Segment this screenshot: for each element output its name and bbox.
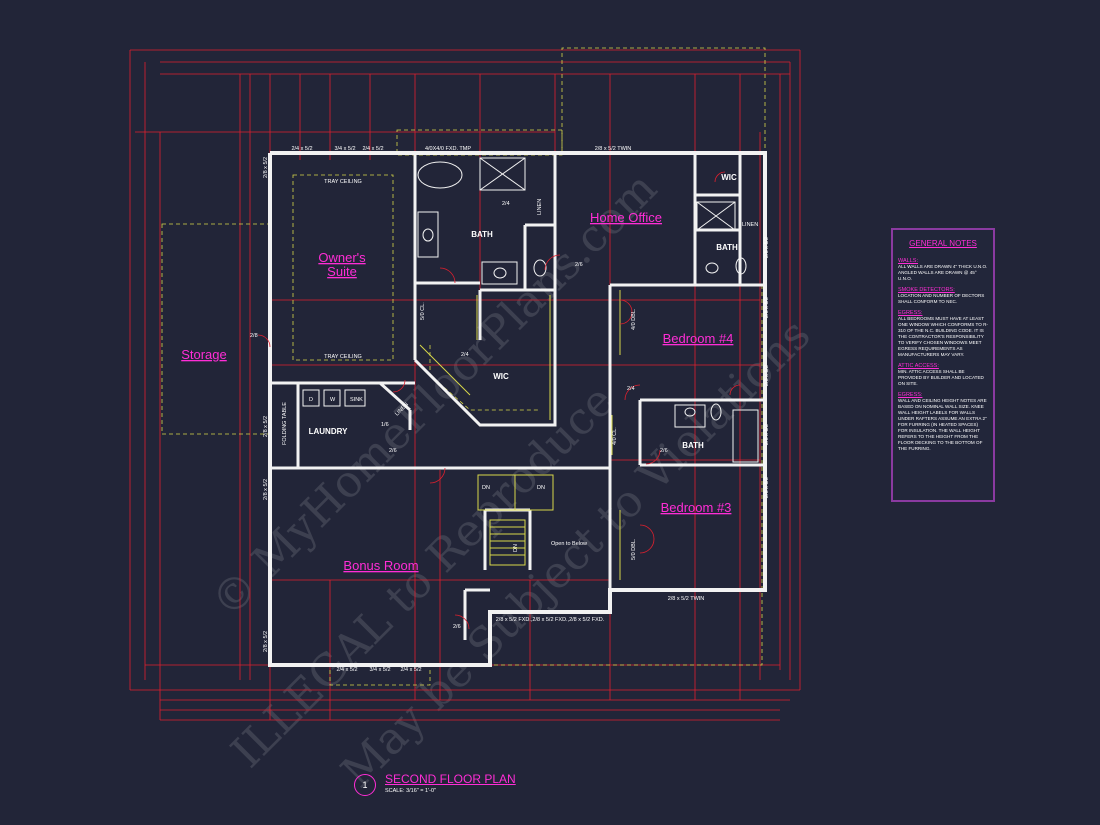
door-2-6-a: 2/6 — [575, 262, 583, 268]
folding-table-label: FOLDING TABLE — [282, 402, 288, 445]
window-tub: 4/0X4/0 FXD. TMP — [425, 146, 471, 152]
window-right-2: 2/8 x 5/2 — [764, 297, 770, 318]
room-labels: Owner's Suite Storage Home Office Bedroo… — [181, 210, 733, 573]
window-labels: 2/4 x 5/2 3/4 x 5/2 2/4 x 5/2 4/0X4/0 FX… — [263, 146, 770, 673]
linen-label-2: LINEN — [742, 222, 758, 228]
closet-5-0: 5/0 CL. — [420, 302, 426, 320]
notes-section-walls: WALLS: ALL WALLS ARE DRAWN 4" THICK U.N.… — [898, 258, 988, 282]
notes-body: ALL BEDROOMS MUST HAVE AT LEAST ONE WIND… — [898, 316, 988, 357]
notes-heading: EGRESS: — [898, 310, 923, 316]
dn-label-1: DN — [482, 485, 490, 491]
closet-4-0: 4/0 CL. — [612, 427, 618, 445]
drawing-number: 1 — [354, 774, 376, 796]
window-left-3: 2/8 x 5/2 — [263, 479, 269, 500]
exterior-walls — [268, 151, 767, 667]
washer-label: W — [330, 397, 336, 403]
door-2-8: 2/8 — [250, 333, 258, 339]
wic-owner-label: WIC — [493, 372, 509, 381]
door-swings — [257, 171, 741, 630]
closet-5-0-dbl: 5/0 DBL. — [631, 538, 637, 560]
notes-section-egress: EGRESS: ALL BEDROOMS MUST HAVE AT LEAST … — [898, 310, 988, 358]
window-right-1: 2/8 x 5/2 — [764, 237, 770, 258]
window-left-4: 2/8 x 5/2 — [263, 631, 269, 652]
window-left-1: 2/8 x 5/2 — [263, 157, 269, 178]
notes-heading: EGRESS: — [898, 392, 923, 398]
title-block: 1 SECOND FLOOR PLAN SCALE: 3/16" = 1'-0" — [354, 772, 594, 802]
linen-label-1: LINEN — [537, 199, 543, 215]
window-right-5: 2/8 x 5/2 — [764, 477, 770, 498]
interior-walls — [270, 153, 765, 640]
door-2-6-b: 2/6 — [389, 448, 397, 454]
window-right-4: 2/8 x 5/2 — [764, 424, 770, 445]
dryer-label: D — [309, 397, 313, 403]
sink-label: SINK — [350, 397, 363, 403]
laundry-label: LAUNDRY — [309, 427, 348, 436]
window-bonus-fixed: 2/8 x 5/2 FXD.,2/8 x 5/2 FXD.,2/8 x 5/2 … — [496, 617, 605, 623]
dn-label-3: DN — [513, 544, 519, 552]
notes-title: GENERAL NOTES — [909, 239, 977, 248]
stair — [419, 290, 621, 580]
general-notes-panel: GENERAL NOTES WALLS: ALL WALLS ARE DRAWN… — [891, 228, 995, 502]
notes-section-attic: ATTIC ACCESS: MIN. ATTIC ACCESS SHALL BE… — [898, 363, 988, 387]
window-bottom-2: 3/4 x 5/2 — [369, 667, 390, 673]
dn-label-2: DN — [537, 485, 545, 491]
window-bottom-1: 2/4 x 5/2 — [336, 667, 357, 673]
window-bottom-3: 2/4 x 5/2 — [400, 667, 421, 673]
watermark: © MyHomeFloorPlans.com ILLEGAL to Reprod… — [202, 163, 821, 798]
bedroom3-label: Bedroom #3 — [661, 500, 732, 515]
notes-section-smoke: SMOKE DETECTORS: LOCATION AND NUMBER OF … — [898, 287, 988, 305]
bonus-room-label: Bonus Room — [343, 558, 418, 573]
home-office-label: Home Office — [590, 210, 662, 225]
open-to-below-label: Open to Below — [551, 541, 587, 547]
closet-4-0-dbl: 4/0 DBL. — [631, 308, 637, 330]
bedroom4-label: Bedroom #4 — [663, 331, 734, 346]
door-labels: 2/6 2/6 2/6 2/6 2/4 2/4 2/4 2/8 1/6 5/0 … — [250, 201, 668, 630]
window-bedroom3-twin: 2/8 x 5/2 TWIN — [668, 596, 705, 602]
wic-office-label: WIC — [721, 173, 737, 182]
drawing-scale: SCALE: 3/16" = 1'-0" — [385, 788, 436, 794]
notes-body: LOCATION AND NUMBER OF DECTORS SHALL CON… — [898, 293, 985, 304]
notes-body: ALL WALLS ARE DRAWN 4" THICK U.N.O. ANGL… — [898, 264, 988, 281]
owners-suite-label-line2: Suite — [327, 264, 357, 279]
window-right-3: 2/8 x 5/2 — [764, 365, 770, 386]
notes-body: MIN. ATTIC ACCESS SHALL BE PROVIDED BY B… — [898, 369, 984, 386]
door-1-6: 1/6 — [381, 422, 389, 428]
notes-heading: WALLS: — [898, 258, 918, 264]
tray-ceiling-top: TRAY CEILING — [324, 179, 362, 185]
owners-suite-label-line1: Owner's — [318, 250, 366, 265]
bath-upper-right-label: BATH — [716, 243, 738, 252]
window-top-left-2: 3/4 x 5/2 — [334, 146, 355, 152]
window-top-left-3: 2/4 x 5/2 — [362, 146, 383, 152]
door-2-4-c: 2/4 — [627, 386, 635, 392]
notes-section-wall-height: EGRESS: WALL AND CEILING HEIGHT NOTES AR… — [898, 392, 988, 452]
notes-body: WALL AND CEILING HEIGHT NOTES ARE BASED … — [898, 398, 987, 451]
area-labels: BATH BATH BATH WIC WIC LAUNDRY TRAY CEIL… — [282, 173, 758, 552]
dimension-lines — [129, 49, 801, 721]
drawing-title: SECOND FLOOR PLAN — [385, 772, 516, 786]
notes-heading: SMOKE DETECTORS: — [898, 287, 955, 293]
tray-ceiling-bottom: TRAY CEILING — [324, 354, 362, 360]
window-left-2: 2/8 x 5/2 — [263, 416, 269, 437]
bath-main-label: BATH — [471, 230, 493, 239]
window-top-left-1: 2/4 x 5/2 — [291, 146, 312, 152]
door-2-4-a: 2/4 — [502, 201, 510, 207]
window-office-twin: 2/8 x 5/2 TWIN — [595, 146, 632, 152]
notes-heading: ATTIC ACCESS: — [898, 363, 939, 369]
storage-label: Storage — [181, 347, 227, 362]
fixtures — [302, 157, 759, 463]
door-2-4-b: 2/4 — [461, 352, 469, 358]
door-2-6-d: 2/6 — [453, 624, 461, 630]
door-2-6-c: 2/6 — [660, 448, 668, 454]
bath-mid-label: BATH — [682, 441, 704, 450]
